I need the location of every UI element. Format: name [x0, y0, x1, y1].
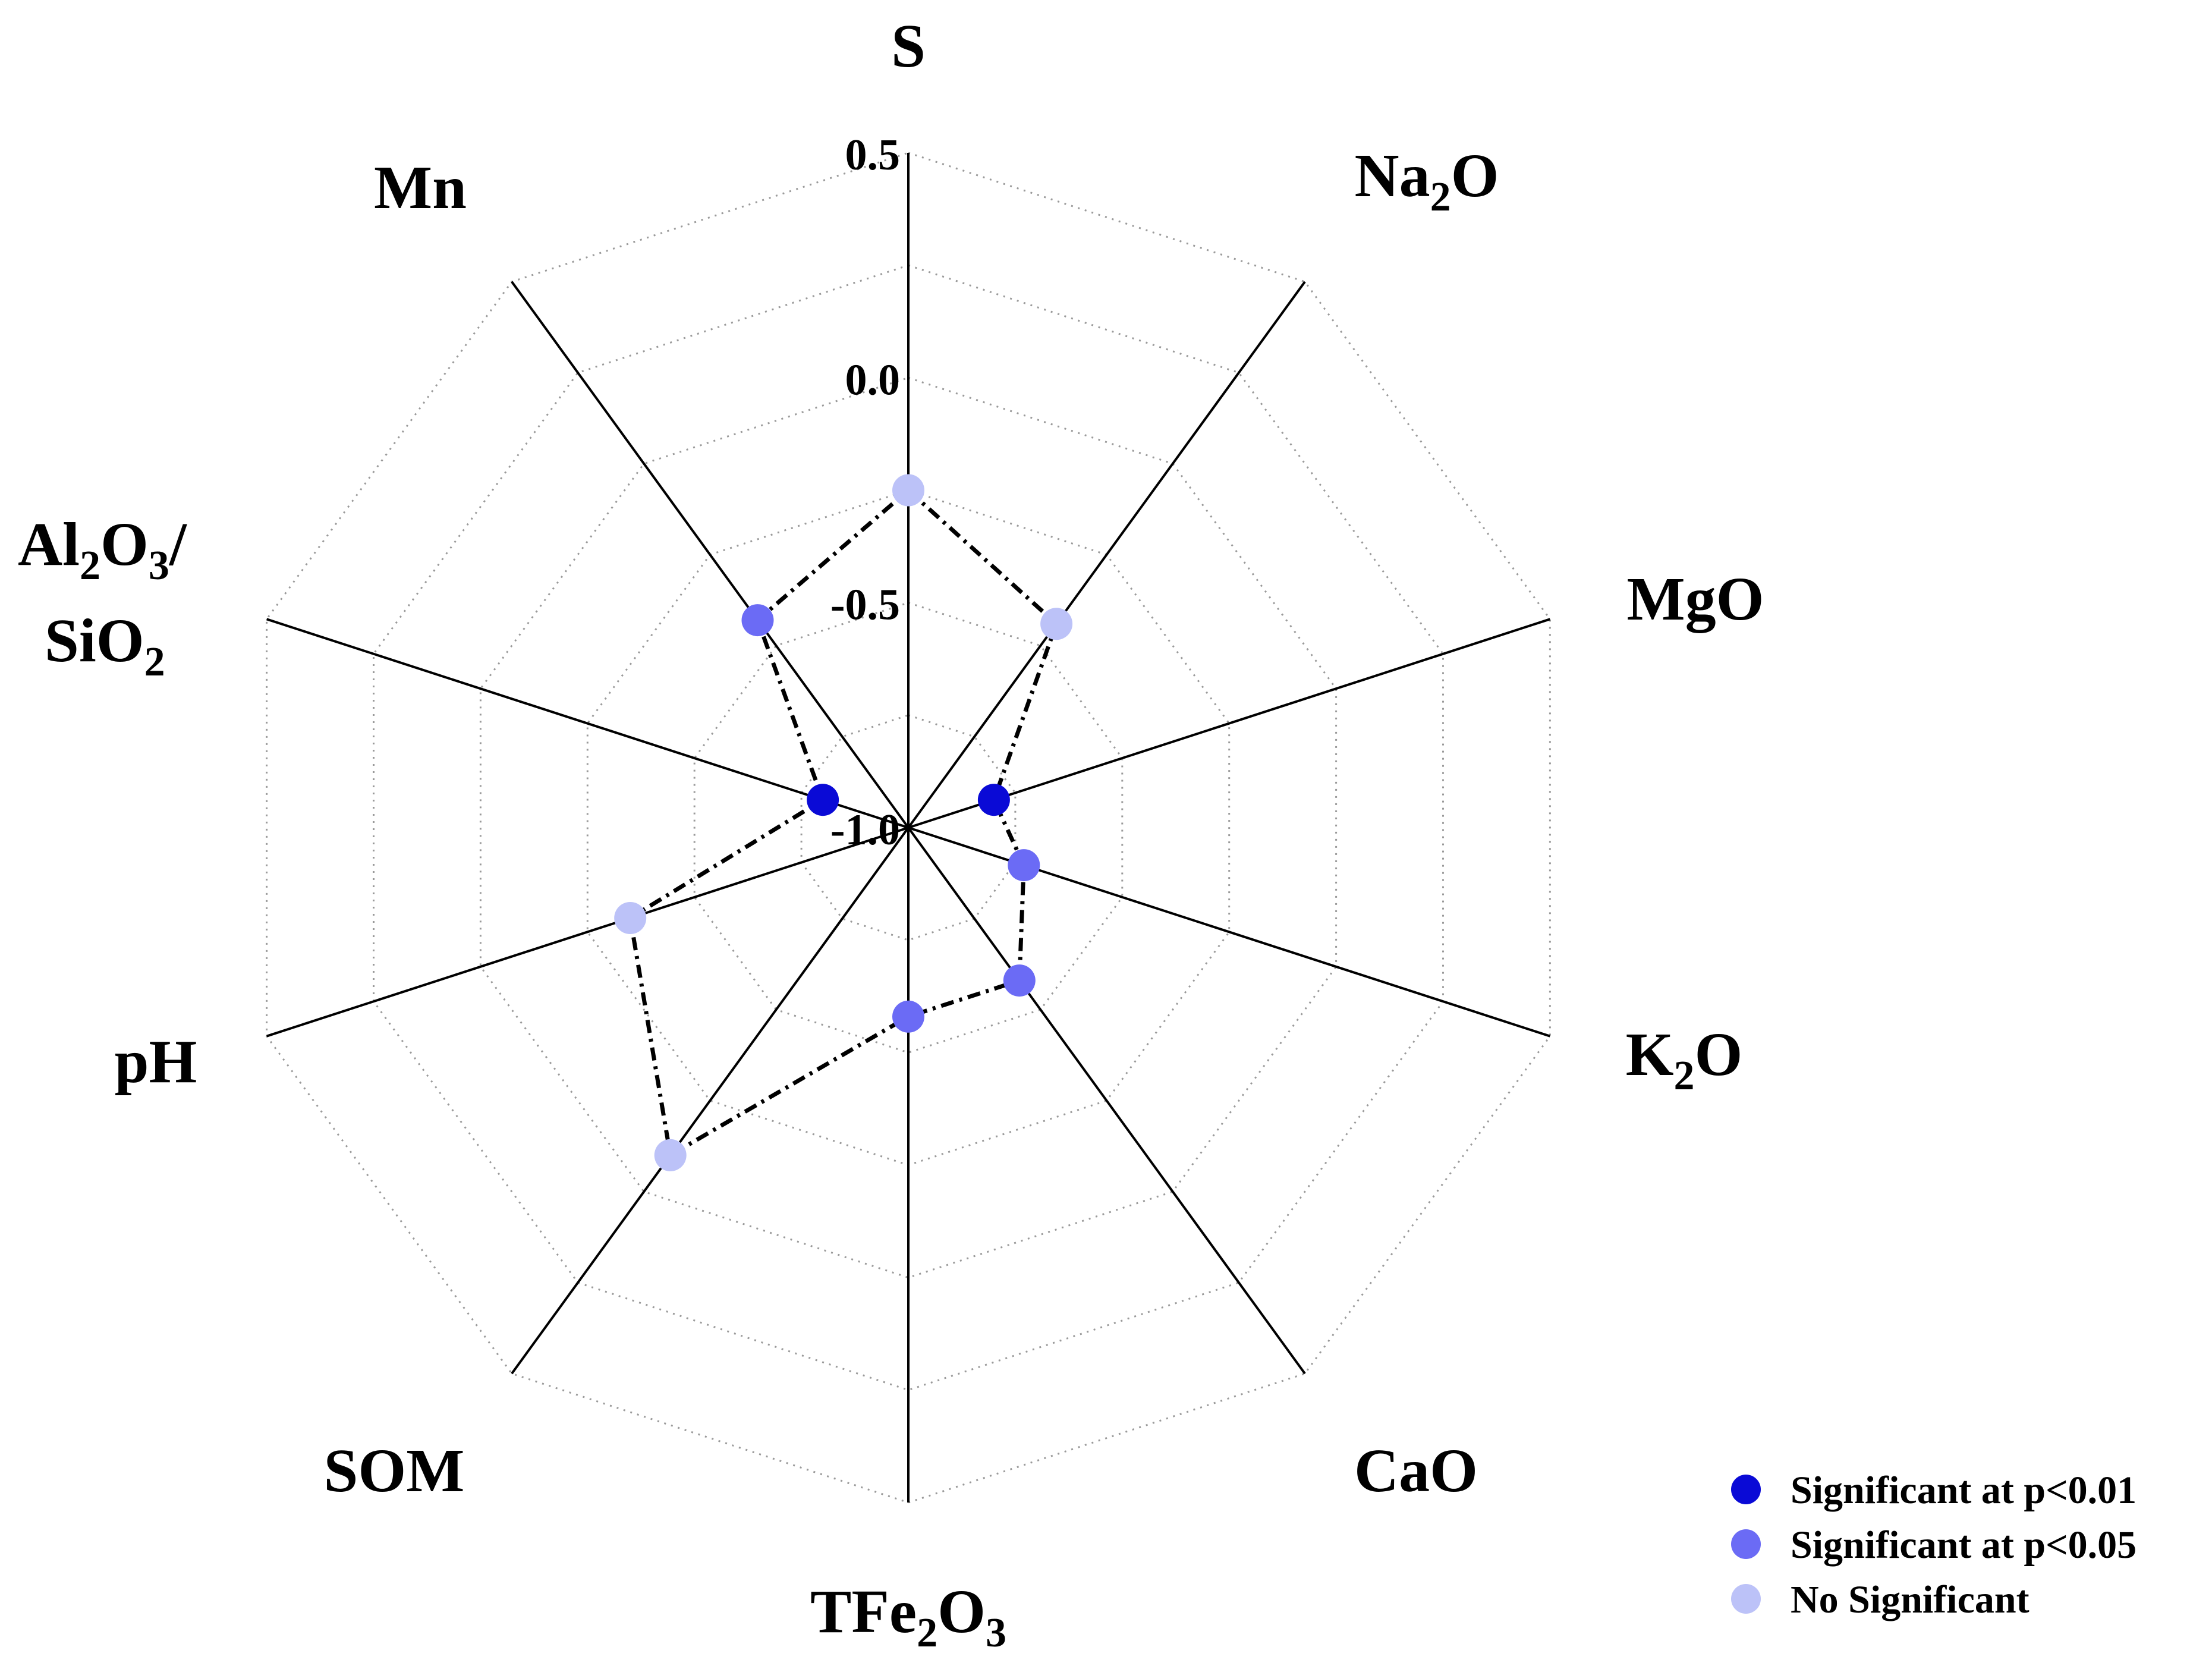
axis-spoke	[908, 618, 1551, 829]
axis-spoke	[907, 826, 1306, 1375]
data-point-na2o	[1040, 608, 1073, 640]
grid-ring	[373, 264, 1444, 1391]
data-point-som	[654, 1139, 687, 1171]
axis-label-mn: Mn	[374, 153, 467, 222]
radial-tick-label: -1.0	[830, 806, 900, 854]
legend-marker-p05	[1731, 1529, 1761, 1559]
data-point-al2o3-sio2	[807, 784, 839, 816]
legend-label-none: No Significant	[1791, 1578, 2029, 1621]
axis-label-s: S	[891, 12, 926, 80]
axis-label-al2o3-sio2-line1: Al2O3/	[18, 510, 187, 589]
radial-tick-label: 0.0	[845, 356, 901, 404]
axis-label-al2o3-sio2-line2: SiO2	[45, 606, 165, 685]
legend-marker-p01	[1731, 1475, 1761, 1504]
axis-label-ph: pH	[115, 1027, 197, 1096]
radial-tick-label: 0.5	[845, 131, 901, 180]
data-point-s	[892, 474, 924, 507]
axis-label-som: SOM	[324, 1437, 465, 1505]
legend-marker-none	[1731, 1584, 1761, 1614]
axis-spoke	[266, 618, 909, 829]
axis-label-layer: S Na2O MgO K2O CaO TFe2O3 SOM pH Al2O3/SiO2 Mn	[18, 12, 1764, 1656]
series-layer	[614, 474, 1073, 1171]
axis-label-mgo: MgO	[1626, 565, 1764, 633]
radial-tick-label: -0.5	[830, 581, 900, 630]
tick-label-layer: 0.5 0.0 -0.5 -1.0	[830, 131, 900, 854]
axis-label-cao: CaO	[1354, 1437, 1478, 1505]
axis-label-na2o: Na2O	[1354, 142, 1499, 220]
legend-label-p05: Significant at p<0.05	[1791, 1523, 2137, 1567]
axis-spoke	[266, 826, 909, 1038]
data-point-tfe2o3	[892, 1000, 924, 1033]
data-point-k2o	[1008, 849, 1040, 882]
grid-ring	[266, 152, 1551, 1504]
data-point-mgo	[977, 784, 1010, 816]
data-point-ph	[614, 902, 647, 934]
axis-label-k2o: K2O	[1626, 1020, 1743, 1099]
legend-label-p01: Significant at p<0.01	[1791, 1469, 2137, 1512]
axis-label-tfe2o3: TFe2O3	[810, 1577, 1006, 1656]
axis-spoke	[511, 826, 910, 1375]
data-point-cao	[1003, 964, 1036, 997]
axis-spoke	[907, 281, 1306, 829]
data-point-mn	[741, 604, 774, 637]
axis-spoke	[908, 826, 1551, 1038]
axis-spoke	[511, 281, 910, 829]
